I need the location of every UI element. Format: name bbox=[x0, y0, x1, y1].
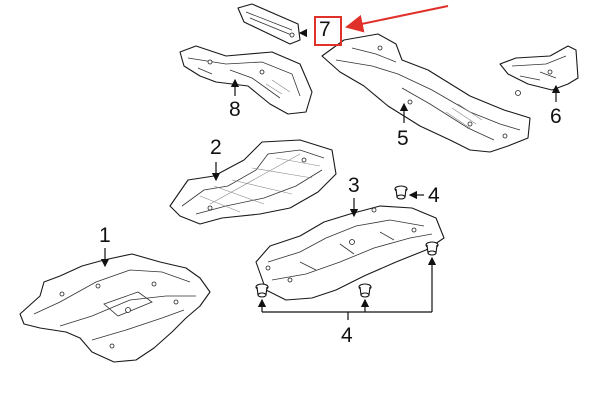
part-5-front-shield bbox=[321, 33, 531, 153]
clip-lower-left bbox=[255, 283, 269, 298]
callout-5[interactable]: 5 bbox=[397, 127, 409, 150]
highlight-arrow bbox=[345, 5, 449, 33]
part-3-rear-shield bbox=[255, 198, 445, 301]
callout-7[interactable]: 7 bbox=[319, 18, 331, 41]
clip-lower-right bbox=[425, 241, 439, 256]
part-2-center-shield bbox=[169, 139, 337, 225]
callout-4-lower[interactable]: 4 bbox=[341, 324, 353, 347]
part-6-corner-deflector bbox=[499, 45, 579, 102]
callout-3[interactable]: 3 bbox=[348, 174, 360, 197]
callout-7-highlight-box bbox=[314, 16, 342, 46]
callout-2[interactable]: 2 bbox=[210, 136, 222, 159]
clip-lower-mid bbox=[358, 283, 372, 298]
callout-6[interactable]: 6 bbox=[550, 105, 562, 128]
clip-upper bbox=[394, 185, 408, 200]
callout-1[interactable]: 1 bbox=[99, 224, 111, 247]
part-7-bracket bbox=[237, 3, 308, 45]
part-8-side-bracket bbox=[179, 45, 313, 115]
part-4-clips bbox=[255, 185, 439, 320]
callout-4-upper[interactable]: 4 bbox=[428, 184, 440, 207]
part-1-front-undershield bbox=[19, 248, 211, 363]
callout-8[interactable]: 8 bbox=[229, 98, 241, 121]
